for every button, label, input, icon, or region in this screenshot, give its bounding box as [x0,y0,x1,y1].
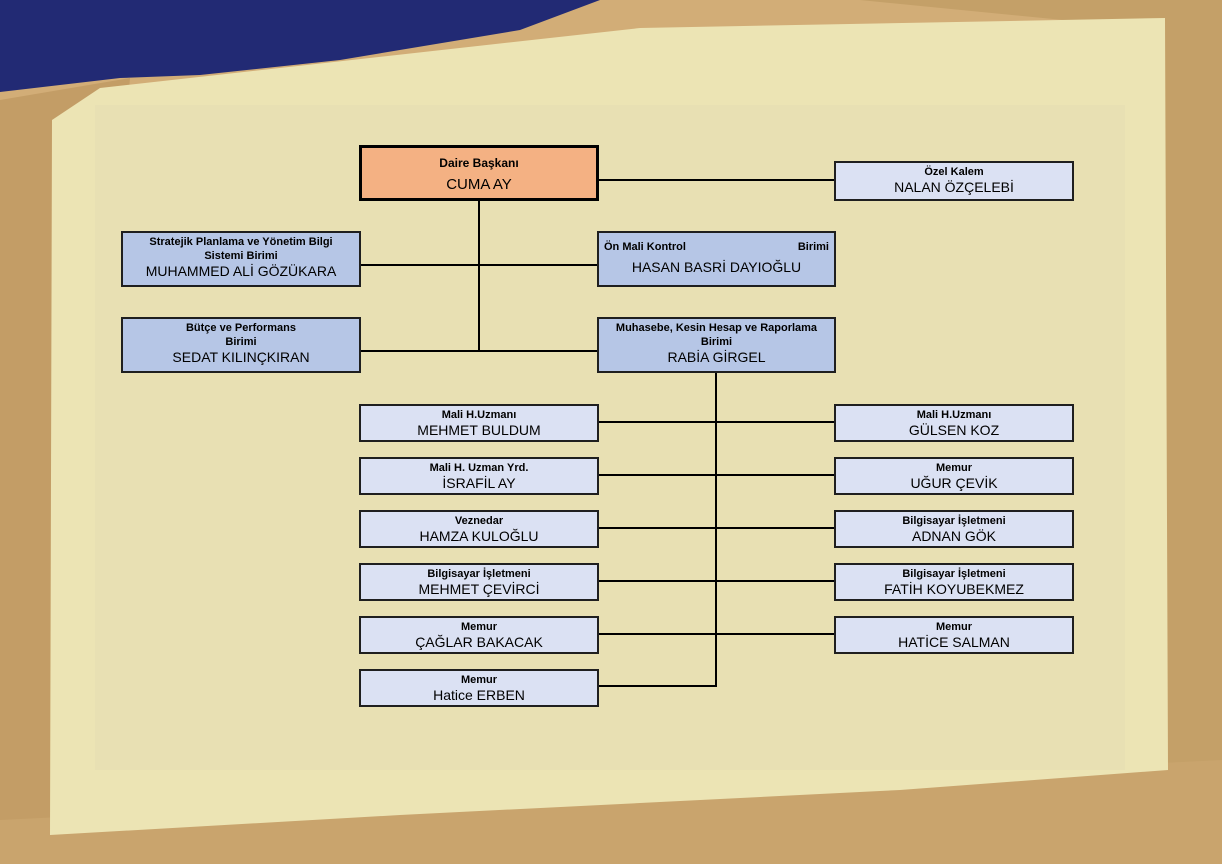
connector-staff-1 [597,421,836,423]
pre-control-unit-box[interactable]: Ön Mali Kontrol Birimi HASAN BASRİ DAYIO… [597,231,836,287]
connector-staff-6 [597,685,717,687]
staff-left-3[interactable]: Veznedar HAMZA KULOĞLU [359,510,599,548]
strategic-unit-name: MUHAMMED ALİ GÖZÜKARA [145,263,337,279]
private-office-name: NALAN ÖZÇELEBİ [894,179,1014,195]
connector-staff-2 [597,474,836,476]
private-office-title: Özel Kalem [924,166,984,178]
staff-name: ADNAN GÖK [911,528,996,544]
staff-right-5[interactable]: Memur HATİCE SALMAN [834,616,1074,654]
staff-title: Veznedar [454,515,504,527]
connector-row2 [359,350,599,352]
budget-unit-box[interactable]: Bütçe ve Performans Birimi SEDAT KILINÇK… [121,317,361,373]
staff-name: MEHMET ÇEVİRCİ [418,581,540,597]
staff-title: Bilgisayar İşletmeni [427,568,531,580]
budget-unit-title: Bütçe ve Performans Birimi [185,322,297,348]
connector-staff-4 [597,580,836,582]
staff-title: Memur [460,621,498,633]
staff-title: Bilgisayar İşletmeni [902,515,1006,527]
staff-right-4[interactable]: Bilgisayar İşletmeni FATİH KOYUBEKMEZ [834,563,1074,601]
staff-name: UĞUR ÇEVİK [910,475,998,491]
head-box[interactable]: Daire Başkanı CUMA AY [359,145,599,201]
accounting-unit-box[interactable]: Muhasebe, Kesin Hesap ve Raporlama Birim… [597,317,836,373]
accounting-unit-name: RABİA GİRGEL [667,349,766,365]
strategic-unit-title: Stratejik Planlama ve Yönetim Bilgi Sist… [149,236,333,262]
staff-title: Mali H.Uzmanı [916,409,992,421]
budget-unit-name: SEDAT KILINÇKIRAN [172,349,310,365]
staff-left-4[interactable]: Bilgisayar İşletmeni MEHMET ÇEVİRCİ [359,563,599,601]
connector-head-trunk [478,200,480,351]
connector-accounting-trunk [715,372,717,686]
staff-name: İSRAFİL AY [442,475,516,491]
staff-left-2[interactable]: Mali H. Uzman Yrd. İSRAFİL AY [359,457,599,495]
staff-name: Hatice ERBEN [433,687,525,703]
staff-name: HAMZA KULOĞLU [419,528,539,544]
staff-name: FATİH KOYUBEKMEZ [884,581,1024,597]
staff-right-1[interactable]: Mali H.Uzmanı GÜLSEN KOZ [834,404,1074,442]
staff-title: Memur [460,674,498,686]
connector-row1 [359,264,599,266]
head-name: CUMA AY [446,176,512,193]
staff-title: Mali H. Uzman Yrd. [429,462,529,474]
connector-staff-5 [597,633,836,635]
pre-control-unit-title: Ön Mali Kontrol [604,241,686,253]
staff-name: HATİCE SALMAN [898,634,1010,650]
staff-name: MEHMET BULDUM [417,422,541,438]
staff-name: ÇAĞLAR BAKACAK [415,634,543,650]
staff-right-2[interactable]: Memur UĞUR ÇEVİK [834,457,1074,495]
connector-staff-3 [597,527,836,529]
strategic-unit-box[interactable]: Stratejik Planlama ve Yönetim Bilgi Sist… [121,231,361,287]
pre-control-unit-title-suffix: Birimi [797,241,829,253]
staff-title: Bilgisayar İşletmeni [902,568,1006,580]
connector-head-private-office [598,179,836,181]
accounting-unit-title: Muhasebe, Kesin Hesap ve Raporlama Birim… [615,322,818,348]
pre-control-unit-name: HASAN BASRİ DAYIOĞLU [631,259,802,275]
staff-right-3[interactable]: Bilgisayar İşletmeni ADNAN GÖK [834,510,1074,548]
staff-title: Mali H.Uzmanı [441,409,517,421]
staff-left-1[interactable]: Mali H.Uzmanı MEHMET BULDUM [359,404,599,442]
private-office-box[interactable]: Özel Kalem NALAN ÖZÇELEBİ [834,161,1074,201]
staff-title: Memur [935,462,973,474]
head-title: Daire Başkanı [439,156,519,170]
staff-left-6[interactable]: Memur Hatice ERBEN [359,669,599,707]
staff-title: Memur [935,621,973,633]
staff-left-5[interactable]: Memur ÇAĞLAR BAKACAK [359,616,599,654]
staff-name: GÜLSEN KOZ [908,422,1000,438]
